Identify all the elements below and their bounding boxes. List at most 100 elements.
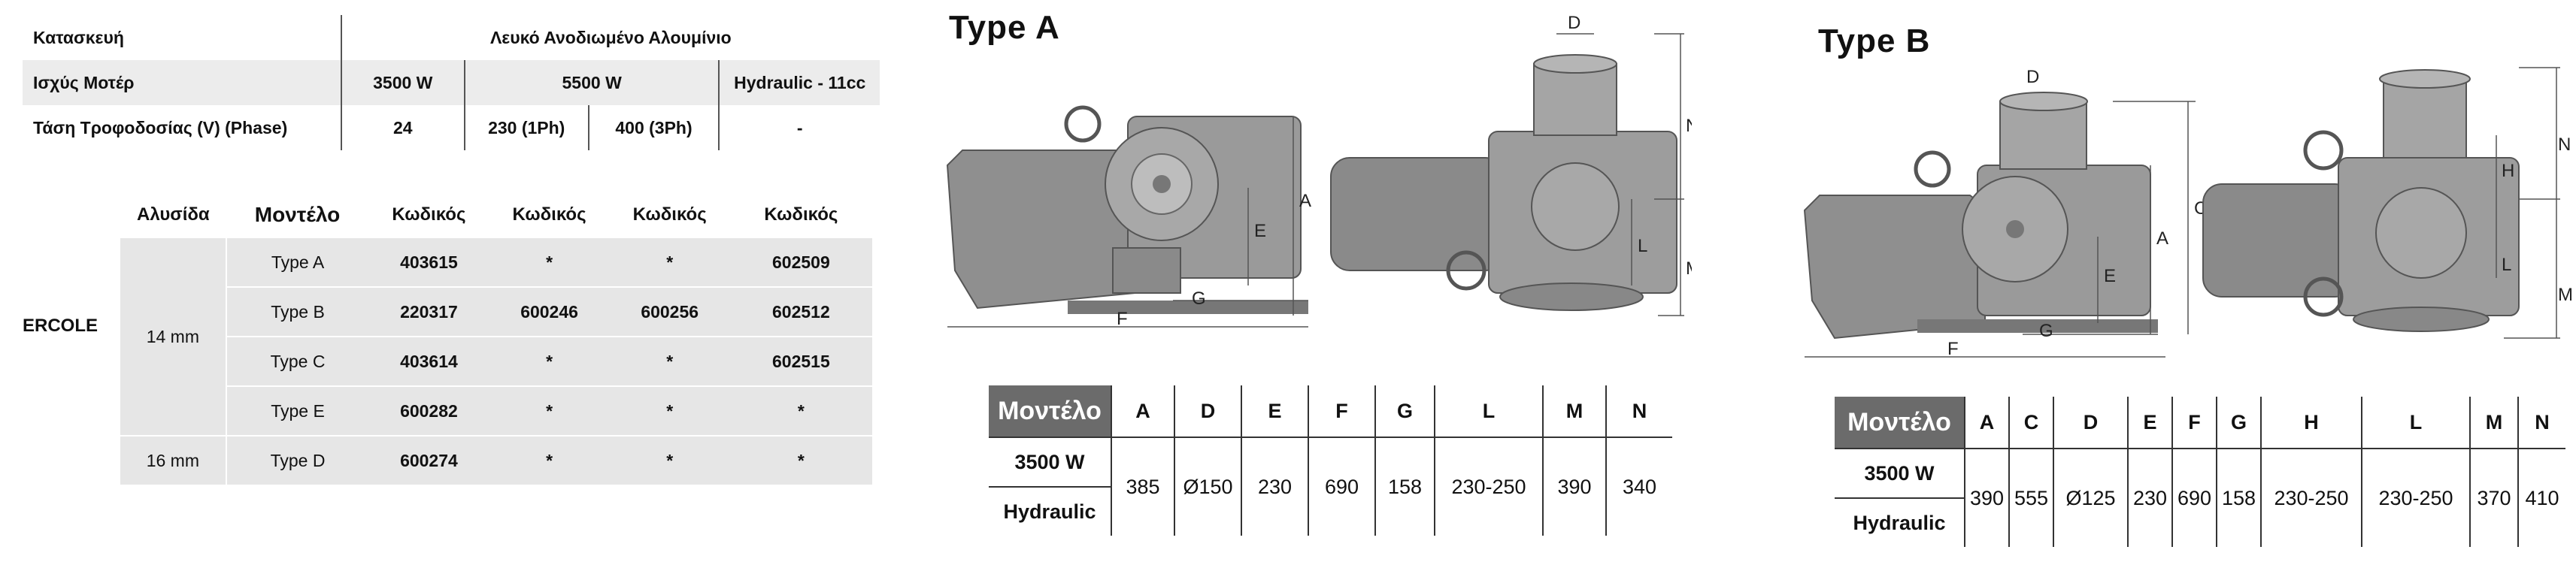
type-b-col: L [2361,397,2470,449]
type-a-model-label: Μοντέλο [989,385,1111,438]
col-code-1: Κωδικός [392,204,466,225]
type-a-val: 690 [1308,437,1375,536]
type-b-col: E [2127,397,2172,449]
type-b-val: 230-250 [2361,449,2470,547]
type-a-val: 340 [1605,437,1672,536]
type-b-val: 230-250 [2260,449,2362,547]
type-b-col: A [1964,397,2009,449]
type-b-dim-h: H [2502,161,2514,181]
type-b-dim-a: A [2156,228,2168,249]
type-a-row-3500: 3500 W [989,437,1111,488]
type-a-row-hydraulic: Hydraulic [1003,500,1096,523]
type-b-col: G [2216,397,2261,449]
type-a-side-view [946,105,1308,314]
type-a-col: E [1241,385,1308,438]
type-a-dim-m: M [1686,258,1692,279]
code-cell: * [546,450,553,470]
code-cell: * [609,337,730,387]
type-a-table: Μοντέλο A D E F G L M N 3500 W 385 Ø150 … [989,385,1672,536]
type-a-dim-a: A [1299,191,1311,211]
code-cell: 600282 [368,386,489,437]
col-code-3: Κωδικός [632,204,707,225]
code-table: Αλυσίδα Μοντέλο Κωδικός Κωδικός Κωδικός … [120,192,872,485]
code-cell: * [489,386,610,437]
code-cell: 602512 [729,287,872,337]
type-a-val: 230-250 [1434,437,1543,536]
spec-label-voltage: Τάση Τροφοδοσίας (V) (Phase) [33,117,288,137]
type-a-dim-g: G [1192,288,1206,309]
type-a-col: M [1542,385,1606,438]
spec-voltage-1ph: 230 (1Ph) [463,105,589,150]
type-b-model-label: Μοντέλο [1835,397,1965,449]
type-b-drawing: F G A C E D N M H L [1803,67,2571,359]
model-cell: Type A [226,238,369,288]
type-a-drawing: F G A E D N M L [946,13,1692,329]
spec-voltage-hydraulic: - [718,105,880,150]
type-a-val: 230 [1241,437,1308,536]
type-a-val: 385 [1111,437,1174,536]
type-a-col: N [1605,385,1672,438]
chain-16mm: 16 mm [120,436,227,485]
type-b-dim-d: D [2026,67,2039,87]
type-b-dim-f: F [1947,339,1959,359]
spec-label-power: Ισχύς Μοτέρ [23,60,341,105]
spec-label-construction: Κατασκευή [33,27,124,47]
col-chain: Αλυσίδα [137,204,210,225]
code-cell: 600246 [489,287,610,337]
type-a-dim-n: N [1686,116,1692,136]
type-a-val: 390 [1542,437,1606,536]
type-b-side-view [1803,92,2158,340]
type-a-col: L [1434,385,1543,438]
code-cell: 403615 [368,238,489,288]
code-cell: * [489,337,610,387]
type-a-dim-e: E [1254,221,1266,241]
type-a-dim-f: F [1117,309,1128,329]
type-a-col: G [1374,385,1435,438]
type-b-val: Ø125 [2053,449,2128,547]
col-model: Μοντέλο [254,203,341,226]
type-b-table: Μοντέλο A C D E F G H L M N 3500 W 390 5… [1835,397,2565,547]
spec-construction-value: Λευκό Ανοδιωμένο Αλουμίνιο [340,15,880,60]
chain-14mm: 14 mm [120,238,227,437]
spec-voltage-3ph: 400 (3Ph) [587,105,720,150]
type-b-col: M [2469,397,2518,449]
model-cell: Type E [226,386,369,437]
model-cell: Type D [270,450,326,470]
model-cell: Type C [226,337,369,387]
code-cell: 403614 [368,337,489,387]
type-b-dim-n: N [2558,134,2571,155]
code-cell: * [666,450,674,470]
type-b-col: N [2517,397,2565,449]
spec-power-3500: 3500 W [340,60,465,105]
type-b-col: D [2053,397,2128,449]
code-cell: * [609,386,730,437]
code-cell: 602515 [729,337,872,387]
code-cell: 220317 [368,287,489,337]
type-b-dim-m: M [2558,285,2571,305]
code-cell: * [797,450,805,470]
type-b-val: 690 [2171,449,2217,547]
type-b-dim-l: L [2502,255,2511,275]
type-a-val: Ø150 [1174,437,1241,536]
type-b-row-hydraulic: Hydraulic [1853,511,1946,534]
type-a-dim-d: D [1568,13,1580,33]
type-b-front-view [2202,69,2520,332]
model-cell: Type B [226,287,369,337]
spec-voltage-24: 24 [340,105,465,150]
col-code-2: Κωδικός [512,204,586,225]
code-cell: * [609,238,730,288]
type-b-val: 410 [2517,449,2565,547]
type-b-val: 555 [2008,449,2053,547]
code-cell: 602509 [729,238,872,288]
type-b-col: H [2260,397,2362,449]
type-b-title: Type B [1818,23,1931,59]
type-a-dim-l: L [1638,236,1647,256]
type-b-val: 158 [2216,449,2261,547]
spec-table: Κατασκευή Λευκό Ανοδιωμένο Αλουμίνιο Ισχ… [23,15,880,150]
type-a-col: A [1111,385,1174,438]
type-b-dim-g: G [2039,321,2053,341]
type-b-col: C [2008,397,2053,449]
code-cell: * [489,238,610,288]
code-cell: * [729,386,872,437]
col-code-4: Κωδικός [764,204,838,225]
